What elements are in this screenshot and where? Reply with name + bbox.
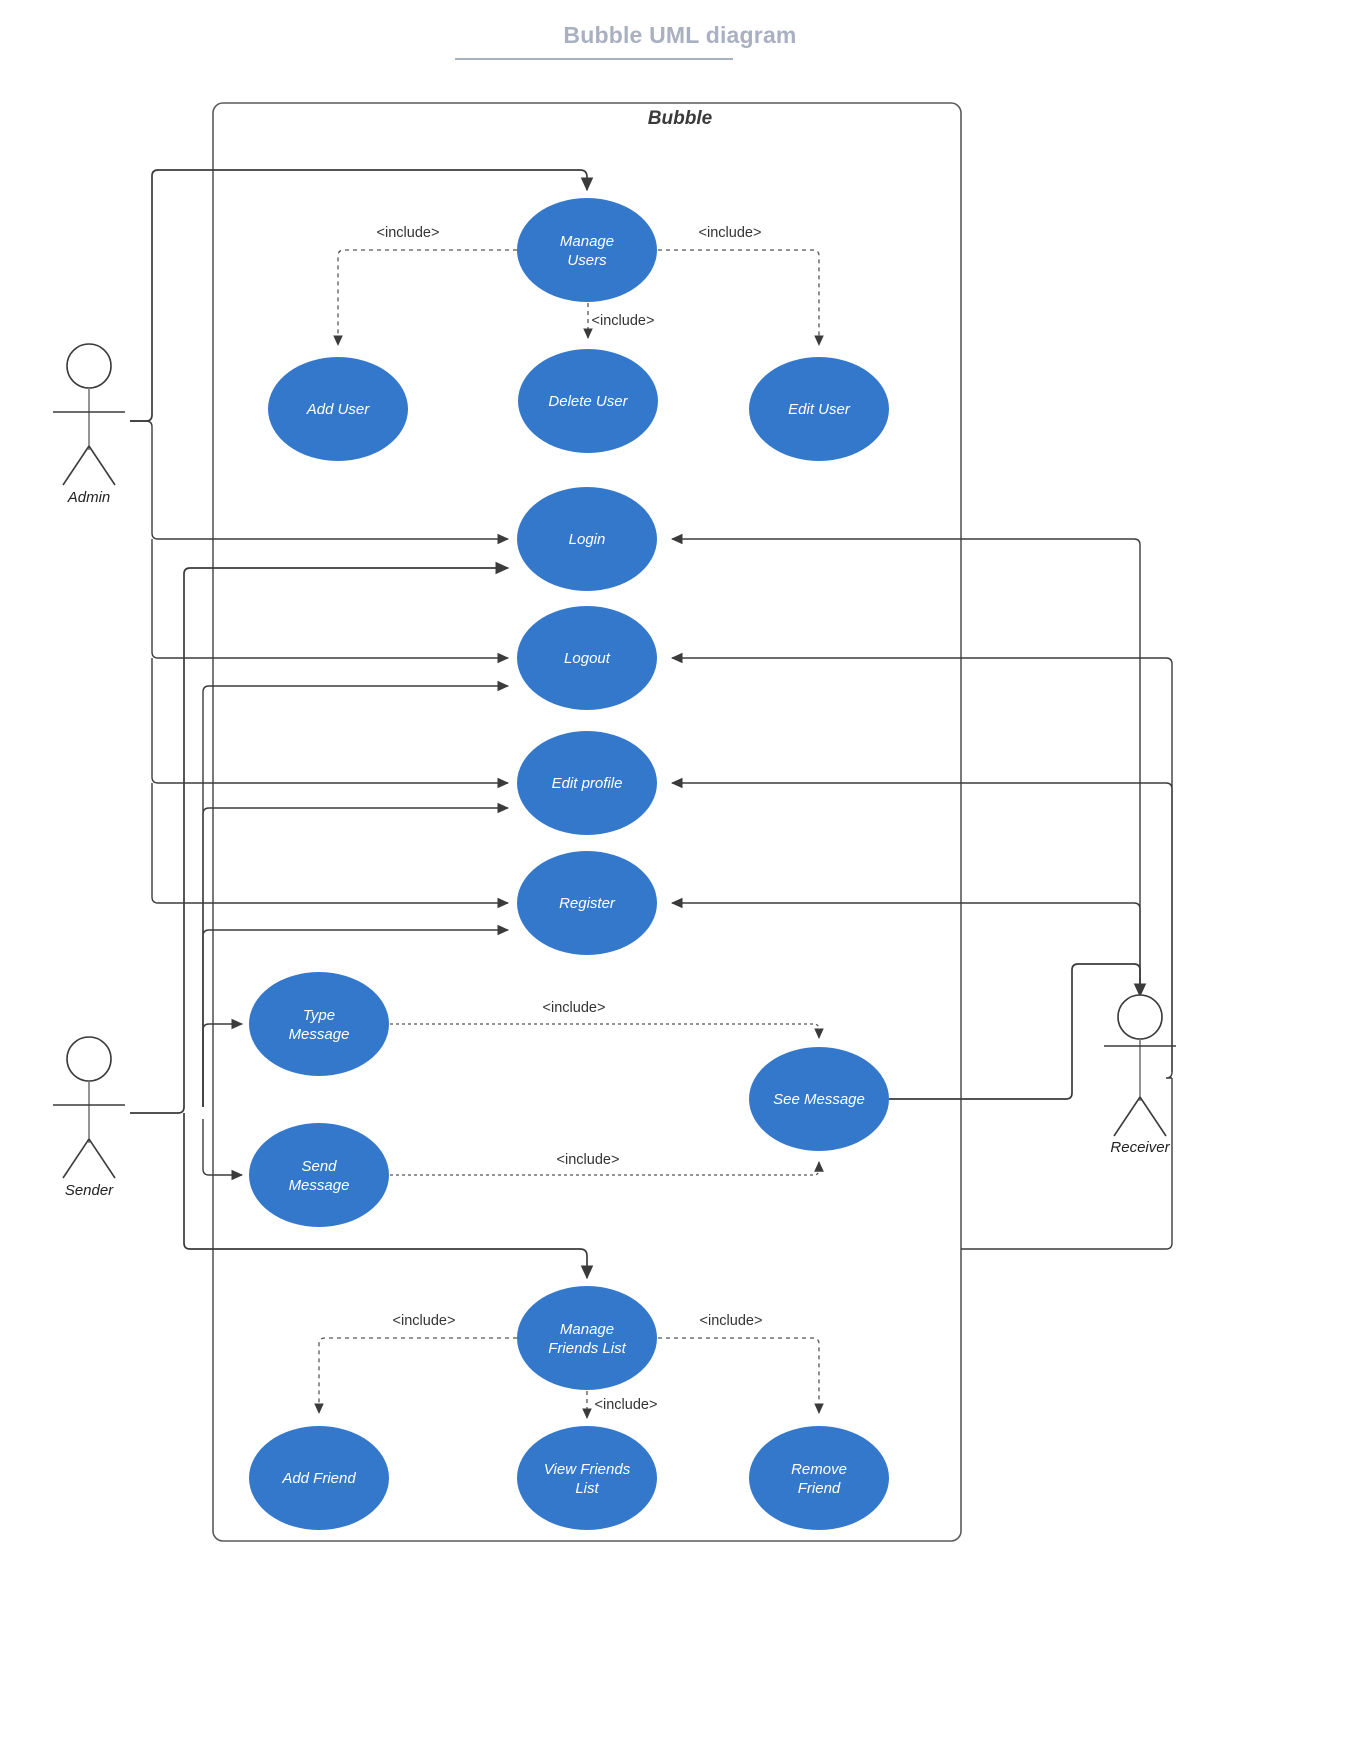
use-case-send-message <box>249 1123 389 1227</box>
sender-head-icon <box>66 1036 112 1082</box>
use-case-edit-user <box>749 357 889 461</box>
use-case-delete-user <box>518 349 658 453</box>
admin-leg-left <box>62 445 90 486</box>
use-case-add-user <box>268 357 408 461</box>
actor-label-sender[interactable]: Sender <box>64 1182 114 1199</box>
receiver-head-icon <box>1117 994 1163 1040</box>
assoc-see-message-receiver <box>889 963 1147 1100</box>
admin-leg-right <box>88 445 116 486</box>
actor-receiver <box>1104 994 1176 1137</box>
assoc-receiver-login <box>670 533 1141 1040</box>
assoc-admin-register <box>151 783 510 909</box>
assoc-sender-register <box>202 924 510 1107</box>
title-underline <box>455 58 733 60</box>
actor-label-receiver[interactable]: Receiver <box>1110 1139 1170 1156</box>
include-manage-users-add-user <box>333 249 517 346</box>
assoc-admin-login <box>130 420 510 545</box>
actor-admin <box>53 343 125 486</box>
actor-label-admin[interactable]: Admin <box>67 489 111 506</box>
use-case-see-message <box>749 1047 889 1151</box>
system-boundary-label: Bubble <box>647 108 713 129</box>
use-case-ellipses <box>249 198 889 1530</box>
use-case-manage-friends-list <box>517 1286 657 1390</box>
assoc-sender-manage-friends-list <box>183 1113 594 1280</box>
assoc-receiver-register <box>670 897 1141 1040</box>
assoc-sender-logout <box>202 680 510 1107</box>
assoc-receiver-edit-profile <box>670 777 1173 1072</box>
receiver-leg-right <box>1139 1096 1167 1137</box>
system-boundary <box>212 102 962 1542</box>
use-case-manage-users <box>517 198 657 302</box>
use-case-add-friend <box>249 1426 389 1530</box>
include-manage-users-edit-user <box>658 249 824 346</box>
assoc-sender-edit-profile <box>202 802 510 1107</box>
assoc-admin-edit-profile <box>151 658 510 789</box>
admin-head-icon <box>66 343 112 389</box>
include-label-send-message-see-message: <include> <box>556 1152 620 1168</box>
sender-leg-right <box>88 1138 116 1179</box>
include-type-message-see-message <box>390 1023 824 1039</box>
include-label-friends-add-friend: <include> <box>392 1313 456 1329</box>
assoc-admin-manage-users <box>130 169 594 422</box>
use-case-view-friends-list <box>517 1426 657 1530</box>
use-case-type-message <box>249 972 389 1076</box>
include-send-message-see-message <box>390 1161 824 1176</box>
page-title: Bubble UML diagram <box>563 22 797 48</box>
actor-sender <box>53 1036 125 1179</box>
assoc-sender-send-message <box>202 1119 244 1181</box>
use-case-remove-friend <box>749 1426 889 1530</box>
include-label-manage-users-add-user: <include> <box>376 225 440 241</box>
use-case-register <box>517 851 657 955</box>
use-case-logout <box>517 606 657 710</box>
include-label-friends-view-friends: <include> <box>594 1397 658 1413</box>
assoc-sender-type-message <box>202 1018 244 1107</box>
receiver-leg-left <box>1113 1096 1141 1137</box>
assoc-sender-trunk <box>130 561 510 1114</box>
assoc-receiver-lower-trunk <box>961 1078 1173 1250</box>
assoc-receiver-logout <box>670 652 1173 1079</box>
use-case-edit-profile <box>517 731 657 835</box>
include-friends-add-friend <box>314 1337 517 1414</box>
include-label-manage-users-edit-user: <include> <box>698 225 762 241</box>
include-friends-remove-friend <box>658 1337 824 1414</box>
assoc-admin-logout <box>151 539 510 664</box>
include-label-friends-remove-friend: <include> <box>699 1313 763 1329</box>
include-label-manage-users-delete-user: <include> <box>591 313 655 329</box>
include-label-type-message-see-message: <include> <box>542 1000 606 1016</box>
use-case-login <box>517 487 657 591</box>
sender-leg-left <box>62 1138 90 1179</box>
